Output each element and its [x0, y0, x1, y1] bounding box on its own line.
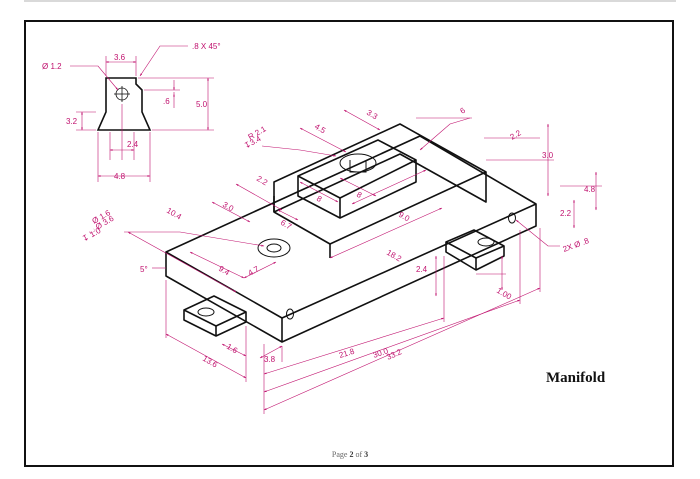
dim-1-6: 1.6: [225, 342, 240, 356]
dim-6: 6: [459, 105, 468, 115]
detail-view: Ø 1.2 3.6 .8 X 45° 3.2 .6 5.0 2.4 4.8: [42, 42, 221, 182]
dim-2-2-a: 2.2: [509, 128, 524, 142]
dim-13-6: 13.6: [201, 354, 219, 370]
detail-outline: [96, 77, 152, 131]
drawing-border: [24, 20, 674, 467]
dim-3-0-b: 3.0: [221, 200, 236, 214]
dim-9-0: 9.0: [397, 210, 412, 224]
dim-8-a: 8: [315, 194, 324, 204]
dim-holes-2x: 2X Ø .8: [562, 236, 591, 254]
dim-hole-offset: .6: [163, 97, 170, 106]
dim-3-0-a: 3.0: [542, 151, 554, 160]
dim-2-4: 2.4: [416, 265, 428, 274]
dim-angle-5: 5°: [140, 265, 148, 274]
dim-9-4: 9.4: [217, 264, 232, 278]
dim-6-7: 6.7: [279, 218, 294, 232]
dim-base-width: 4.8: [114, 172, 126, 181]
dim-1-00: 1.00: [495, 286, 513, 302]
dim-left-height: 3.2: [66, 117, 78, 126]
drawing-title: Manifold: [546, 370, 606, 386]
isometric-view: R 2.1 ↧3.4 4.5 3.3 6 2.2 3.0 4.8 2.2 2X …: [81, 105, 602, 414]
dim-hole-diameter: Ø 1.2: [42, 62, 62, 71]
dim-3-3: 3.3: [365, 108, 380, 122]
dim-4-7: 4.7: [247, 264, 262, 278]
footer-page-word: Page: [331, 450, 348, 459]
dim-slot-width: 2.4: [127, 140, 139, 149]
footer-of-word: of: [355, 450, 363, 459]
dim-2-2-b: 2.2: [560, 209, 572, 218]
dim-total-height: 5.0: [196, 100, 208, 109]
footer-current-page: 2: [349, 450, 354, 459]
dim-4-5: 4.5: [313, 122, 328, 136]
dim-4-8: 4.8: [584, 185, 596, 194]
dim-18-2: 18.2: [385, 248, 403, 264]
page-footer: Page 2 of 3: [0, 450, 700, 459]
dim-8-b: 8: [355, 190, 364, 200]
dim-top-width: 3.6: [114, 53, 126, 62]
footer-total-pages: 3: [364, 450, 369, 459]
dim-2-2-c: 2.2: [255, 174, 270, 188]
dim-3-8: 3.8: [264, 355, 276, 364]
top-rule: [24, 0, 676, 2]
dim-21-8: 21.8: [338, 347, 356, 360]
dim-10-4: 10.4: [165, 206, 183, 222]
dim-chamfer: .8 X 45°: [192, 42, 221, 51]
